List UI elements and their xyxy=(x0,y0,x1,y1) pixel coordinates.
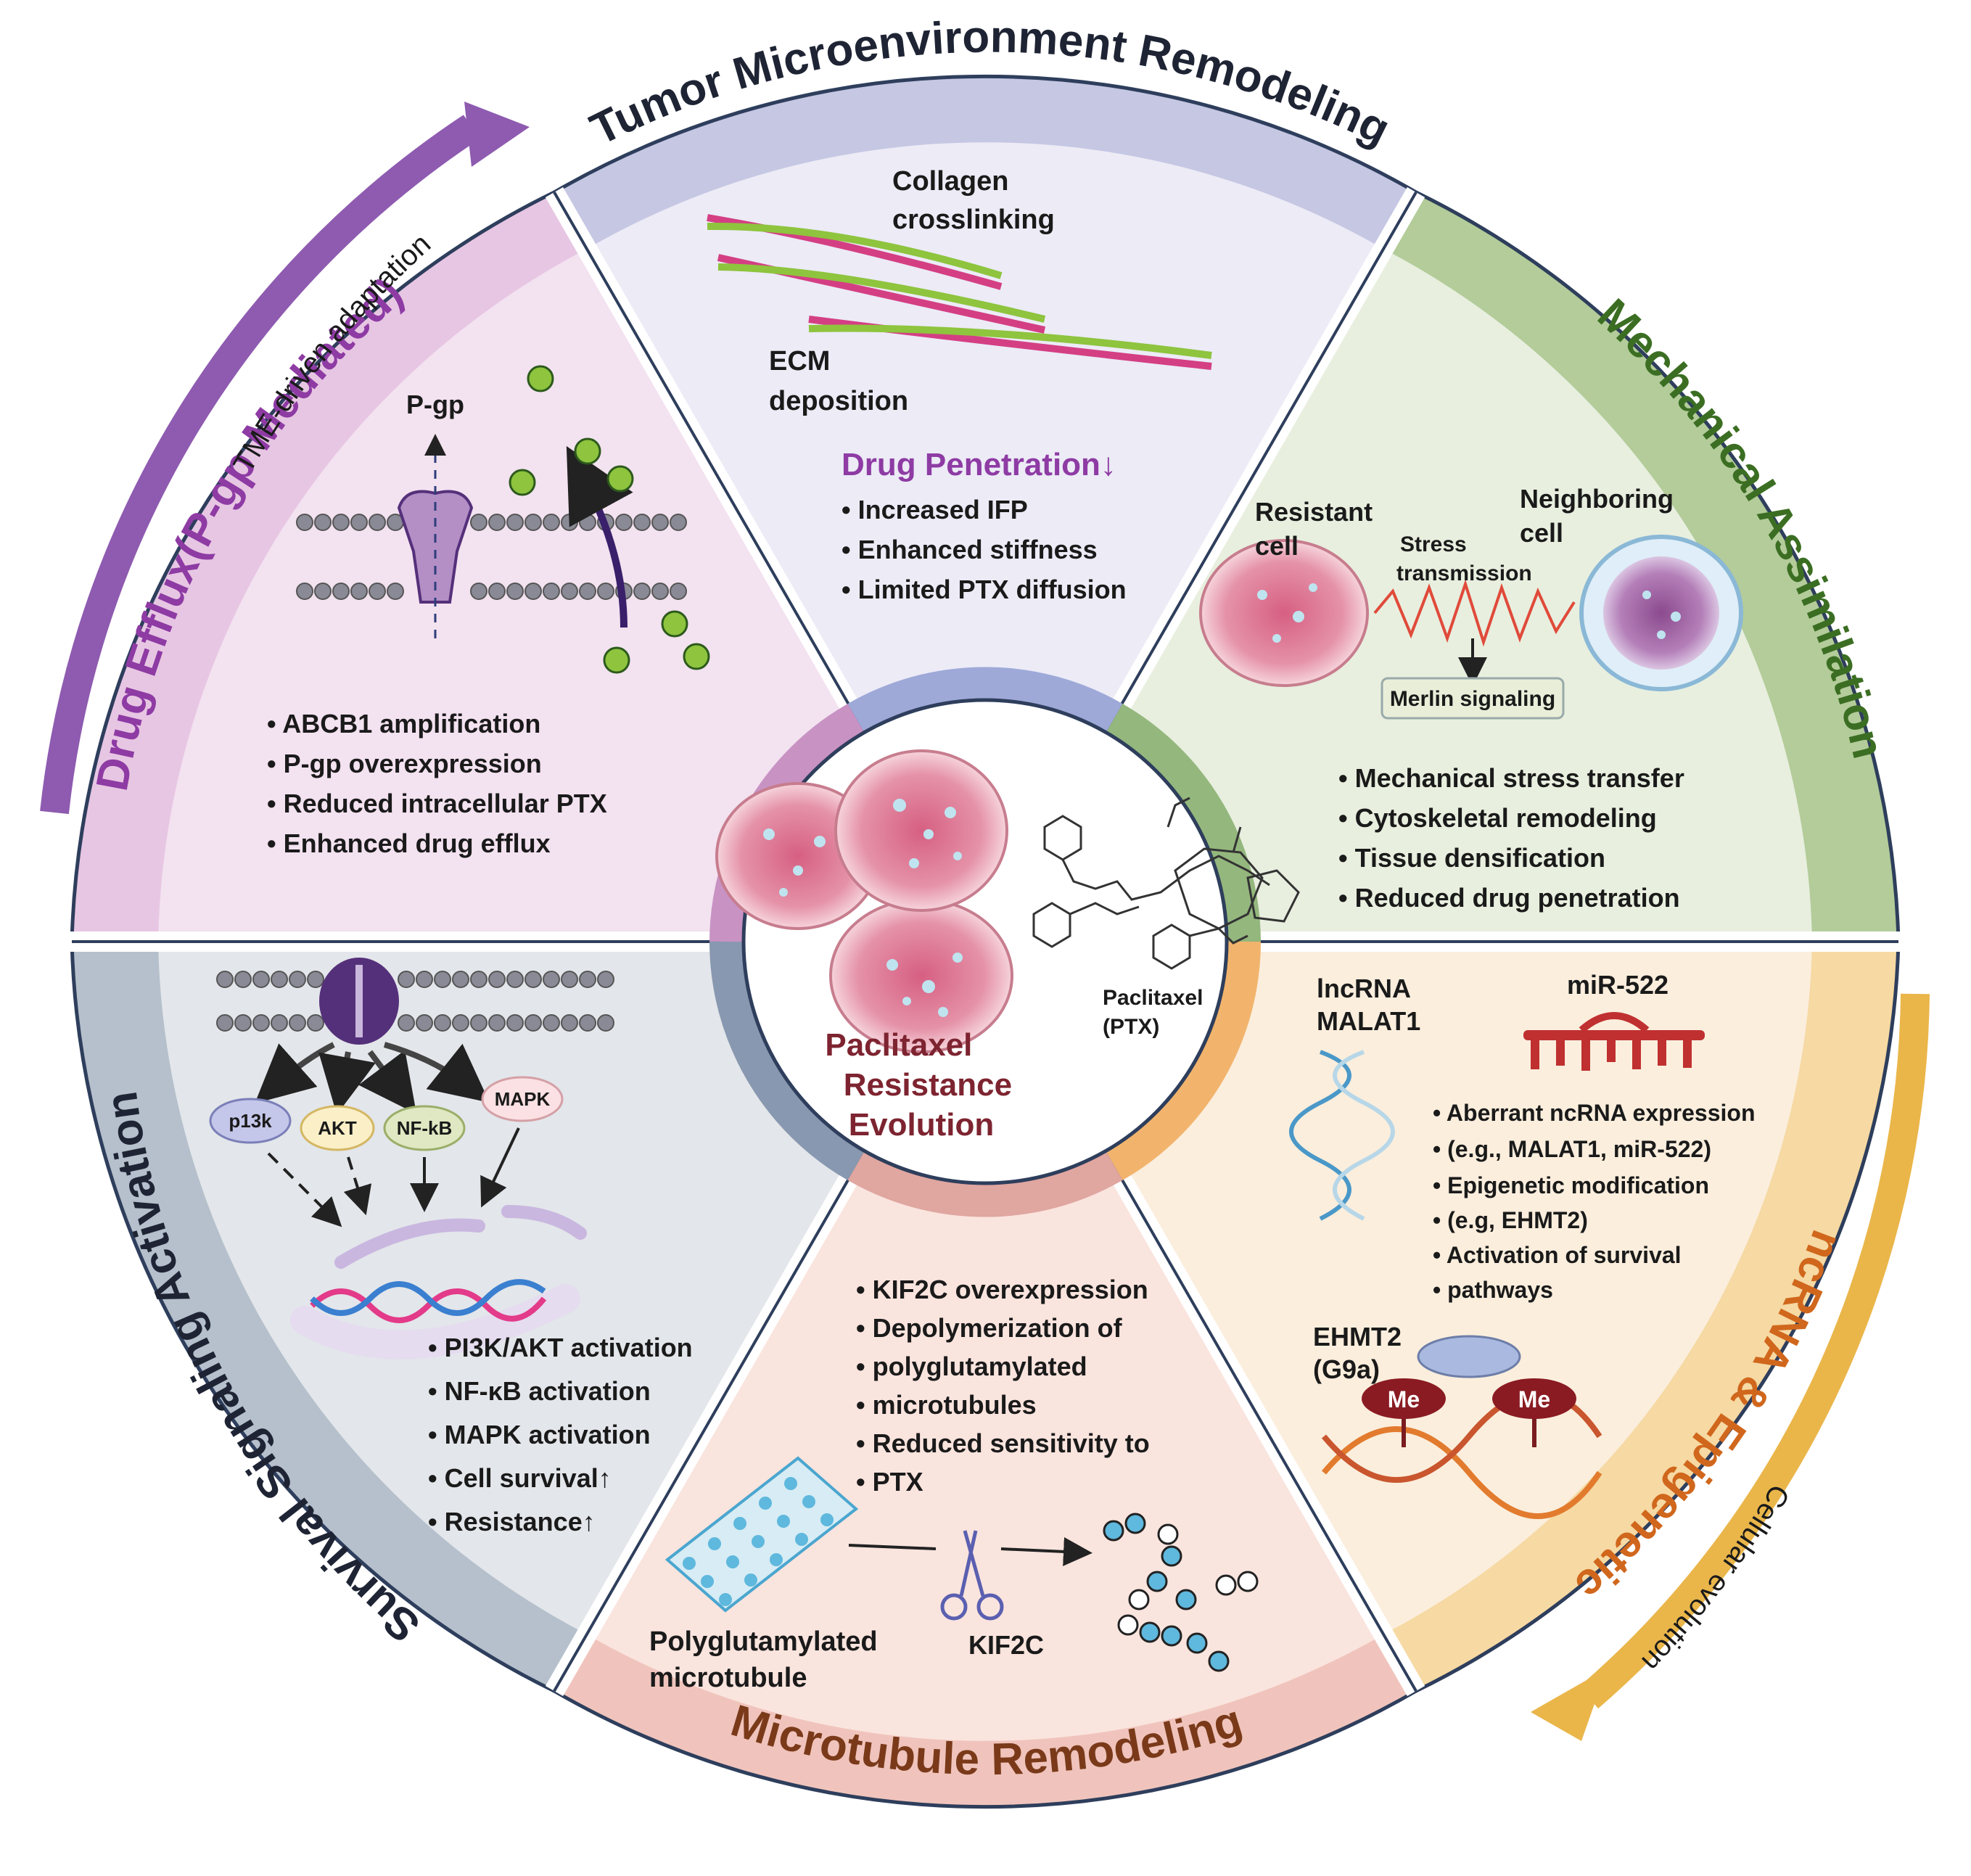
ecm-label: ECM deposition xyxy=(769,346,908,416)
kif-line xyxy=(848,1544,937,1550)
stress-wave xyxy=(1373,579,1576,647)
signaling-nodes: p13k AKT NF-kB MAPK xyxy=(209,1076,564,1151)
mir-label: miR-522 xyxy=(1567,970,1668,1000)
kif-arrow xyxy=(1000,1536,1093,1566)
stress-label: Stress transmission xyxy=(1396,532,1532,585)
lncrna-helix-icon xyxy=(1289,1050,1395,1221)
paclitaxel-molecule-icon xyxy=(1032,797,1300,970)
me-mark-1: Me xyxy=(1388,1386,1420,1412)
ncrna-bullets: • Aberrant ncRNA expression • (e.g., MAL… xyxy=(1433,1100,1761,1303)
pgp-transporter-icon xyxy=(397,490,474,604)
dna-nucleus-illustration xyxy=(290,1205,587,1359)
microtubule-illustration xyxy=(664,1456,859,1613)
tubulin-dimers-illustration xyxy=(1103,1513,1259,1672)
merlin-label: Merlin signaling xyxy=(1390,687,1555,711)
scissors-icon xyxy=(940,1530,1004,1621)
svg-text:AKT: AKT xyxy=(318,1117,357,1139)
svg-text:NF-kB: NF-kB xyxy=(397,1117,453,1139)
center-cells-illustration xyxy=(715,749,1013,1053)
resistant-cell-label: Resistant cell xyxy=(1255,497,1380,561)
neighboring-cell-label: Neighboring cell xyxy=(1520,484,1681,548)
signaling-arrows xyxy=(255,1042,490,1115)
collagen-label: Collagen crosslinking xyxy=(892,166,1055,235)
pgp-label: P-gp xyxy=(406,390,464,419)
mechanical-bullets: • Mechanical stress transfer • Cytoskele… xyxy=(1338,763,1692,913)
methylated-dna-illustration xyxy=(1321,1378,1602,1519)
nucleus-arrows xyxy=(267,1127,520,1227)
membrane-survival-illustration xyxy=(216,958,614,1045)
neighboring-cell-illustration xyxy=(1579,535,1743,691)
p13k-node xyxy=(209,1098,292,1144)
resistant-cell-illustration xyxy=(1199,539,1369,687)
drug-molecules xyxy=(509,365,710,674)
microtubule-bullets: • KIF2C overexpression • Depolymerizatio… xyxy=(856,1275,1157,1497)
collagen-fibers-illustration xyxy=(707,214,1212,370)
tme-inner-wedge xyxy=(587,142,1383,942)
survival-bullets: • PI3K/AKT activation • NF-κB activation… xyxy=(428,1333,700,1536)
svg-text:MAPK: MAPK xyxy=(495,1088,551,1110)
polyglutamylated-label: Polyglutamylated microtubule xyxy=(649,1626,885,1693)
center-title: Paclitaxel Resistance Evolution xyxy=(825,1027,1021,1143)
efflux-bullets: • ABCB1 amplification • P-gp overexpress… xyxy=(267,709,614,858)
nfkb-node xyxy=(383,1105,466,1151)
akt-node xyxy=(300,1105,375,1151)
mapk-node xyxy=(481,1076,564,1122)
ehmt2-label: EHMT2 (G9a) xyxy=(1313,1322,1409,1384)
drug-penetration-label: Drug Penetration↓ xyxy=(842,447,1116,482)
tme-bullets: • Increased IFP • Enhanced stiffness • L… xyxy=(842,495,1127,604)
merlin-box xyxy=(1380,677,1565,720)
paclitaxel-label: Paclitaxel (PTX) xyxy=(1103,986,1209,1039)
g9a-enzyme-icon xyxy=(1417,1335,1521,1378)
svg-text:p13k: p13k xyxy=(229,1110,272,1132)
lncrna-label: lncRNA MALAT1 xyxy=(1317,974,1420,1036)
me-mark-2: Me xyxy=(1518,1386,1550,1412)
efflux-curved-arrow xyxy=(566,445,633,628)
kif2c-label: KIF2C xyxy=(968,1630,1044,1660)
mirna-icon xyxy=(1523,1012,1705,1071)
